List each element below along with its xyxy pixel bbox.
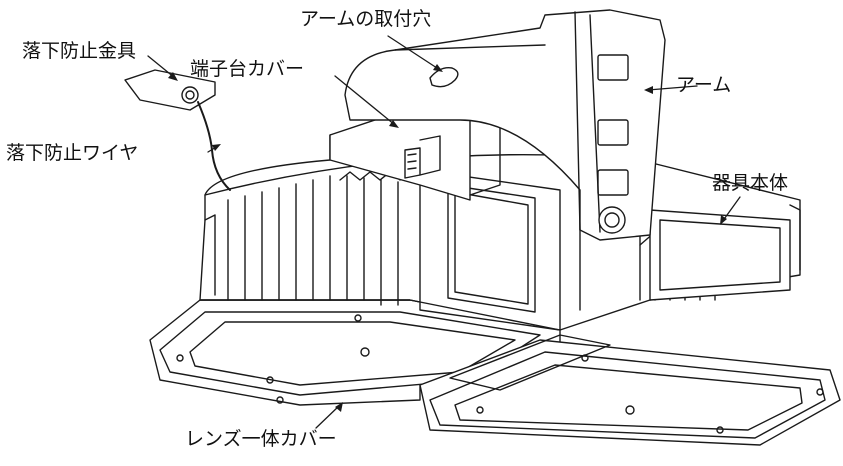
label-body: 器具本体 bbox=[712, 172, 789, 194]
label-arm-hole: アームの取付穴 bbox=[300, 8, 432, 30]
arrowheads bbox=[168, 64, 727, 412]
label-safety-wire: 落下防止ワイヤ bbox=[6, 142, 139, 164]
lens-cover-plates bbox=[149, 299, 841, 446]
label-terminal-cover: 端子台カバー bbox=[190, 58, 305, 80]
leader-lines bbox=[147, 35, 741, 429]
label-arm: アーム bbox=[676, 74, 732, 96]
label-lens-cover: レンズ一体カバー bbox=[185, 428, 337, 450]
arm-bracket bbox=[344, 9, 666, 241]
label-safety-bracket: 落下防止金具 bbox=[22, 40, 137, 62]
safety-bracket bbox=[124, 69, 216, 111]
